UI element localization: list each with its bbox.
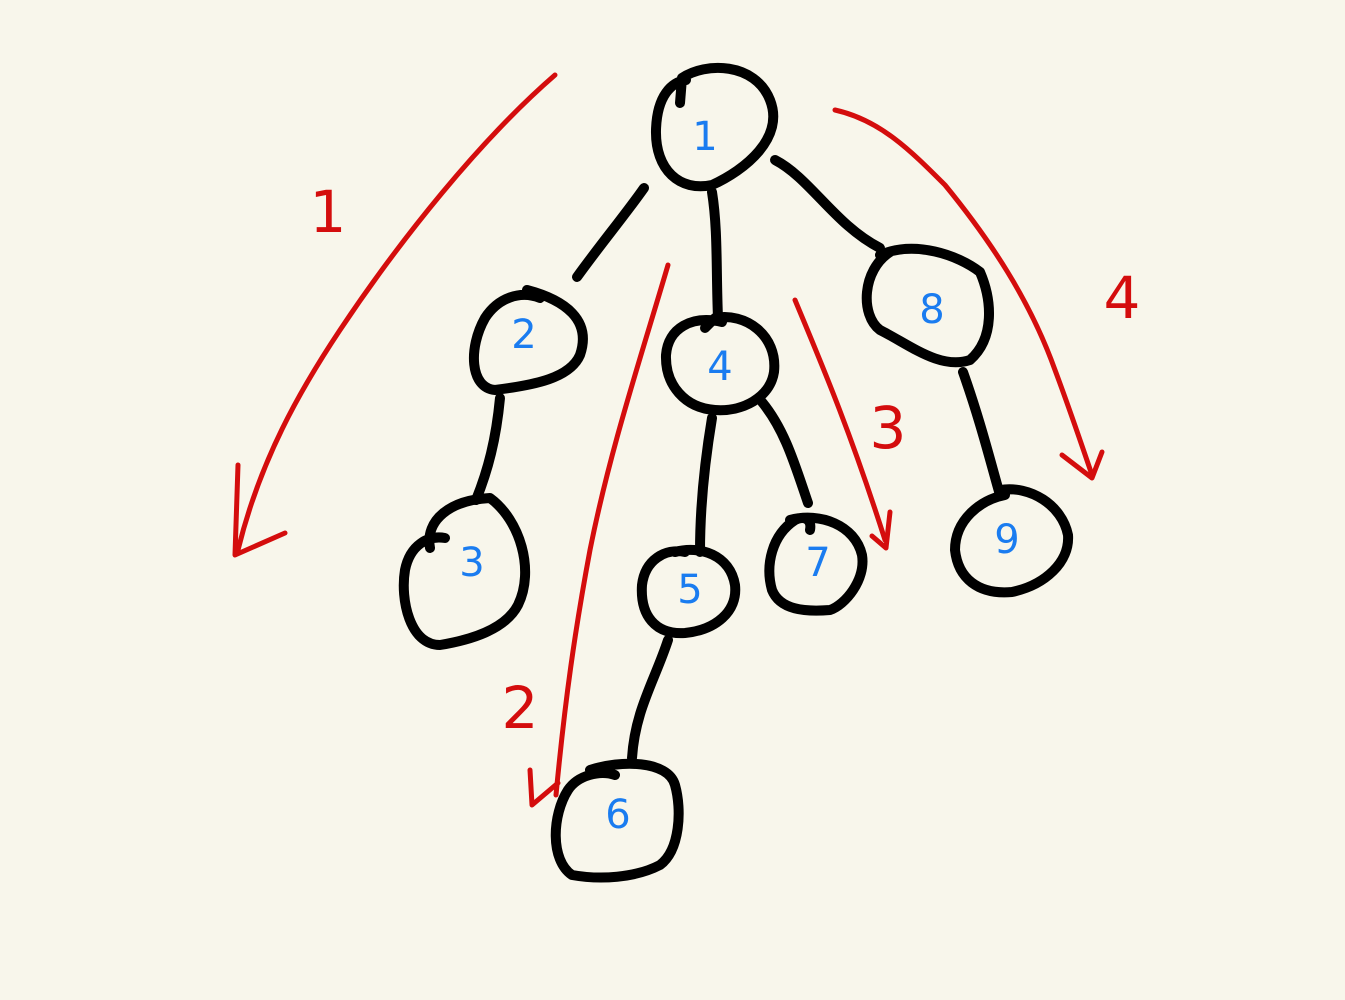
edge-4-5 xyxy=(695,413,717,557)
edge-4-7 xyxy=(757,397,813,508)
arrow-label-4: 4 xyxy=(1104,264,1141,332)
edge-8-9 xyxy=(958,367,1005,500)
node-1: 1 xyxy=(650,62,779,192)
tree-nodes: 1 2 3 4 5 6 7 8 xyxy=(398,62,1074,883)
node-label-7: 7 xyxy=(805,540,830,586)
traversal-arrows: 1 2 3 4 xyxy=(232,72,1141,808)
edge-1-4 xyxy=(707,187,723,323)
edge-1-2 xyxy=(572,183,649,282)
node-8: 8 xyxy=(861,243,994,368)
arrow-label-3: 3 xyxy=(870,394,907,462)
edge-5-6 xyxy=(627,635,673,763)
arrow-label-2: 2 xyxy=(502,674,539,742)
node-label-5: 5 xyxy=(677,567,702,613)
node-3: 3 xyxy=(398,493,531,650)
arrow-1 xyxy=(232,72,558,558)
node-9: 9 xyxy=(950,484,1074,598)
node-5: 5 xyxy=(636,544,741,639)
arrow-2 xyxy=(527,262,671,808)
arrow-label-1: 1 xyxy=(310,178,347,246)
node-label-1: 1 xyxy=(692,114,717,160)
arrow-4 xyxy=(832,107,1105,481)
edge-2-3 xyxy=(471,393,505,505)
node-label-3: 3 xyxy=(459,540,484,586)
edge-1-8 xyxy=(770,155,885,253)
node-label-6: 6 xyxy=(605,792,630,838)
node-label-8: 8 xyxy=(919,287,944,333)
node-6: 6 xyxy=(550,758,684,883)
tree-edges xyxy=(471,155,1005,763)
node-7: 7 xyxy=(764,512,868,616)
node-4: 4 xyxy=(660,312,780,416)
node-label-9: 9 xyxy=(994,517,1019,563)
node-label-2: 2 xyxy=(511,312,536,358)
node-2: 2 xyxy=(468,285,588,395)
node-label-4: 4 xyxy=(707,344,732,390)
arrow-3 xyxy=(792,297,893,551)
